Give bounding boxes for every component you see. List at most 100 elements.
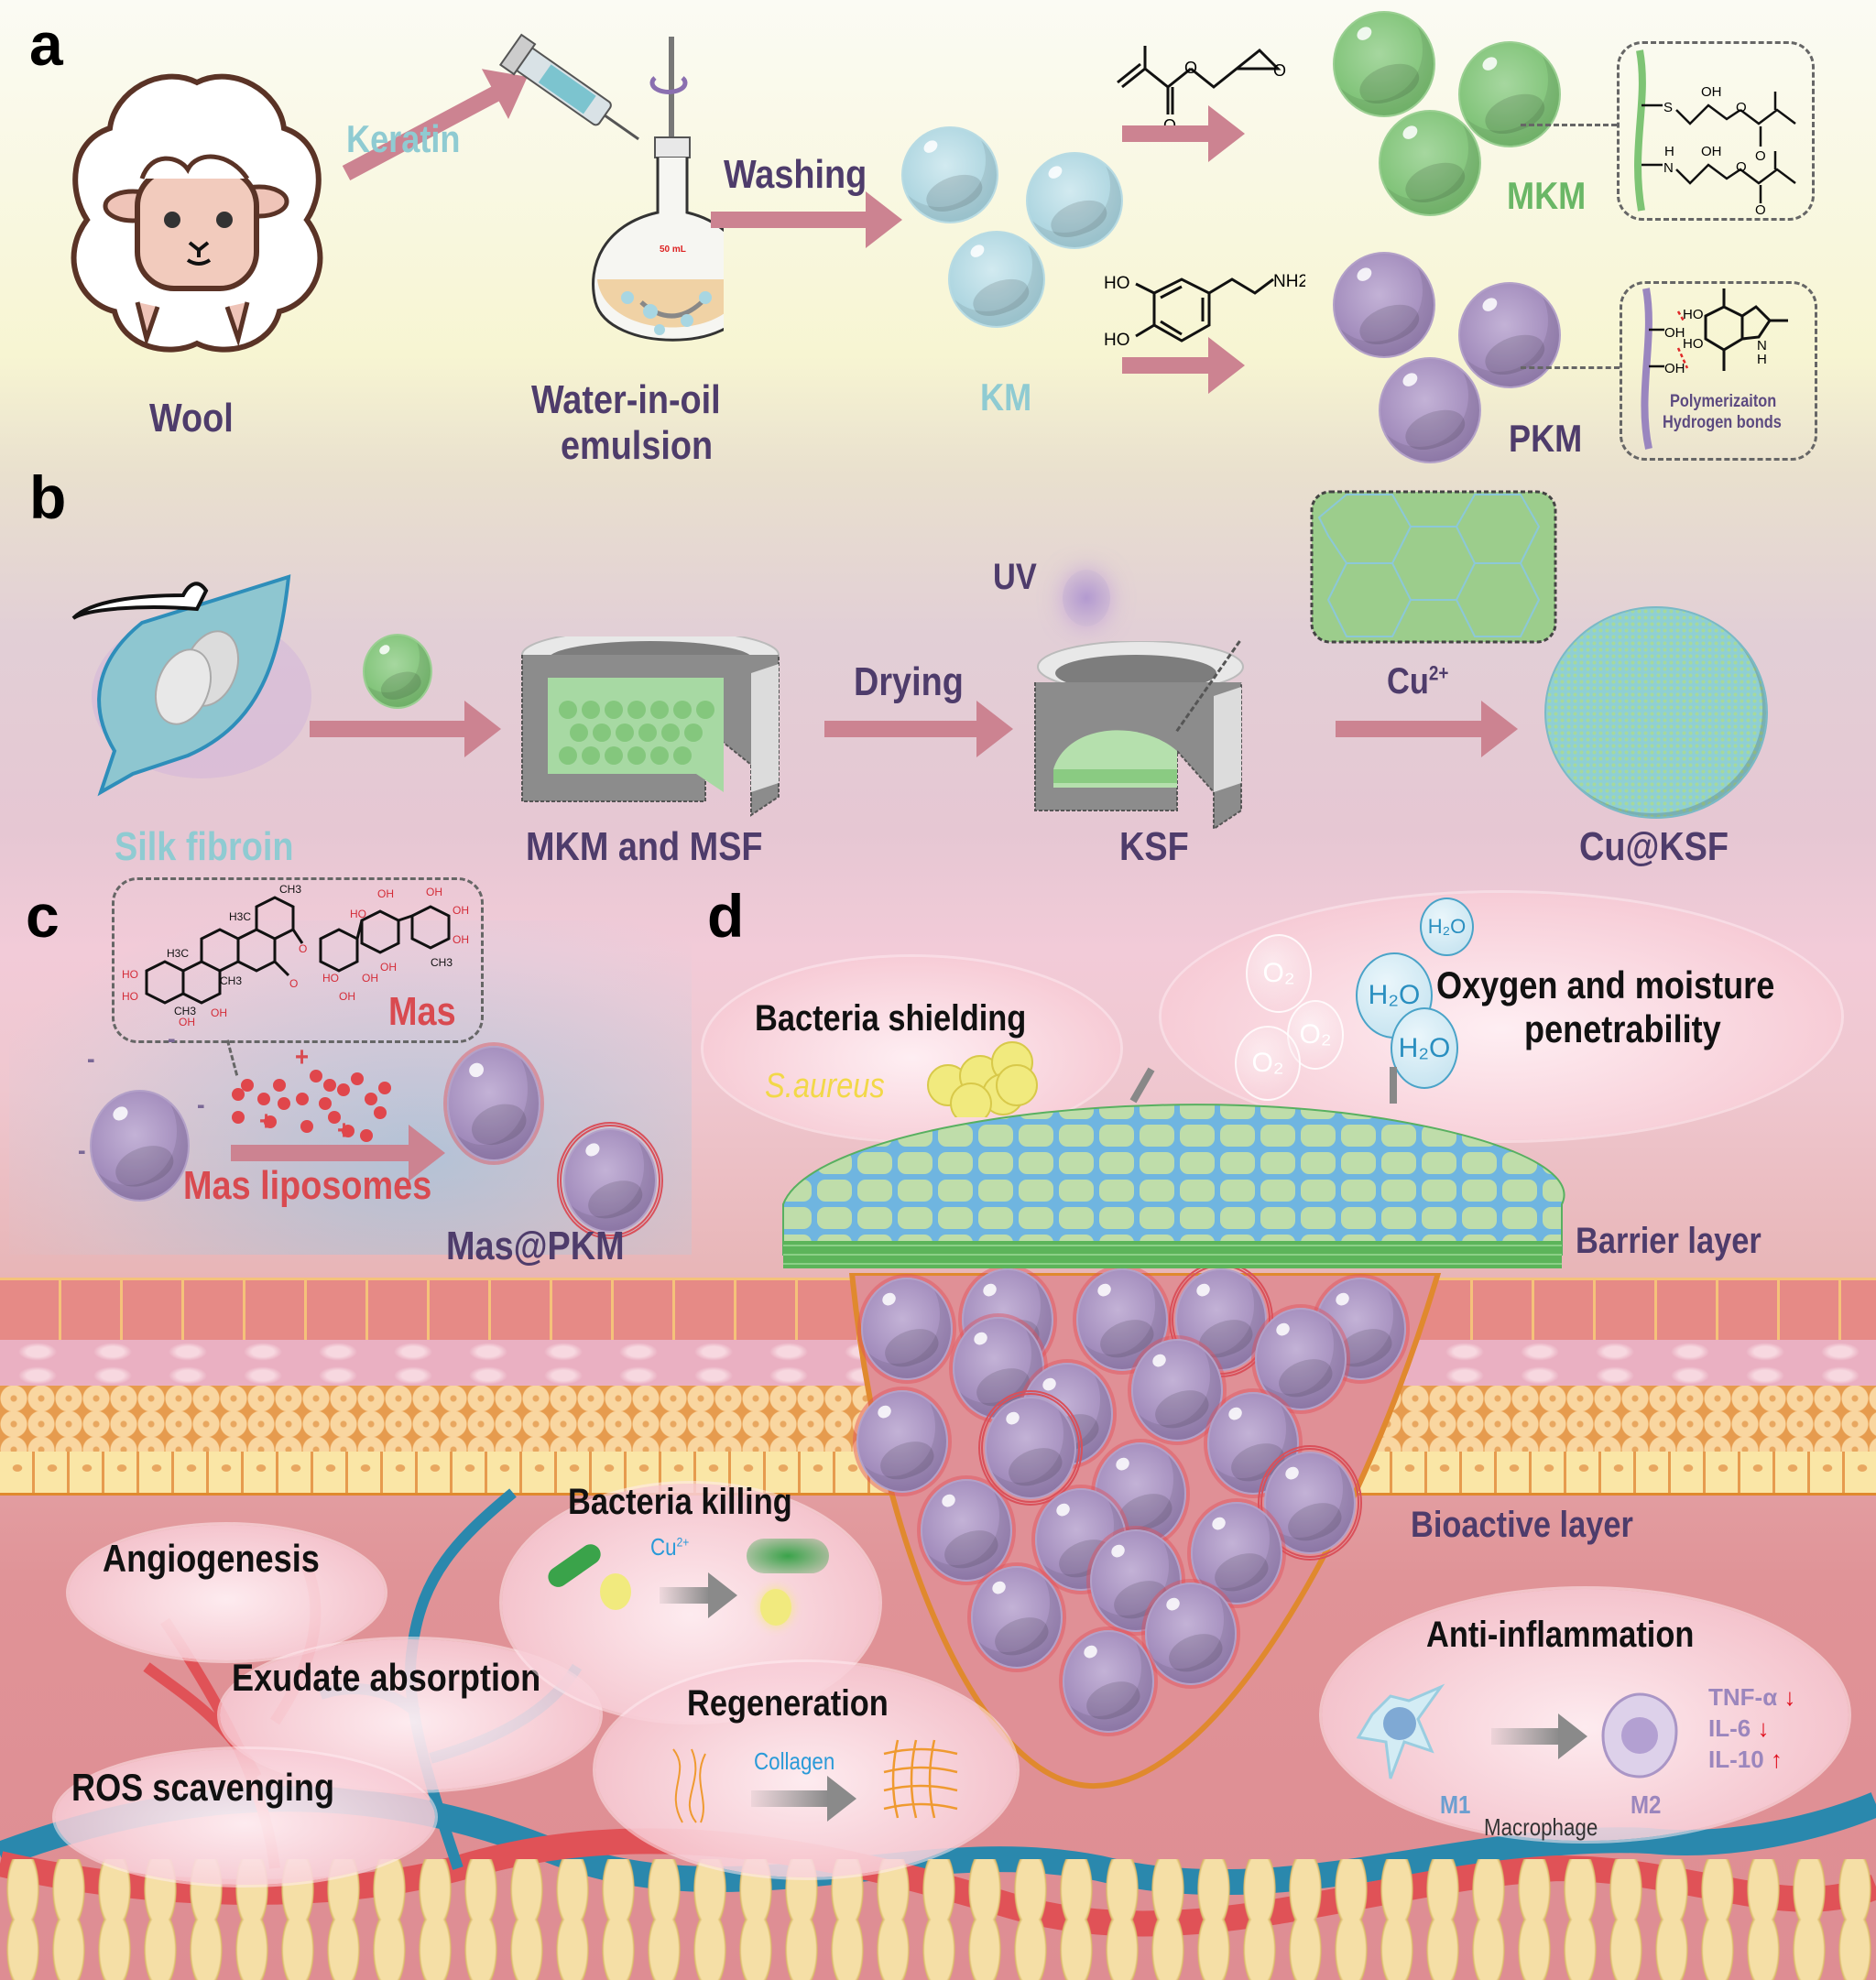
collagen-label: Collagen — [754, 1747, 835, 1775]
ksf-zoom-inset — [1310, 490, 1557, 644]
panel-letter-b: b — [29, 463, 67, 531]
mas-pkm-bead — [1131, 1339, 1223, 1441]
atom: O — [1273, 61, 1286, 80]
mas-pkm-bead-coated — [557, 1122, 663, 1239]
mkm-structure: S OH O O H N OH O O — [1634, 49, 1796, 215]
cytokine-name: IL-6 — [1708, 1714, 1751, 1742]
atom: HO — [1104, 274, 1130, 293]
bioactive-layer-label: Bioactive layer — [1411, 1505, 1633, 1545]
group: H3C — [167, 947, 189, 960]
panel-letter-c: c — [26, 882, 60, 950]
mkm-label: MKM — [1507, 174, 1587, 217]
h2o-molecule: H₂O — [1420, 898, 1474, 956]
keratin-label: Keratin — [346, 117, 461, 160]
mas-liposomes-label: Mas liposomes — [183, 1163, 432, 1208]
mas-structure-inset — [112, 877, 484, 1043]
macrophage-label: Macrophage — [1484, 1813, 1598, 1841]
gma-arrow — [1122, 105, 1245, 162]
h2o-text: H₂O — [1368, 980, 1421, 1010]
h2o-text: H₂O — [1398, 1032, 1451, 1063]
mas-pkm-bead — [1145, 1583, 1237, 1685]
gma-molecule: O O O — [1117, 46, 1286, 133]
m2-macrophage-icon — [1601, 1692, 1678, 1779]
cytokine-list: TNF-α ↓ IL-6 ↓ IL-10 ↑ — [1708, 1683, 1795, 1777]
ros-scavenging-bubble — [55, 1749, 435, 1885]
atom: S — [1663, 100, 1673, 115]
bk-arrow — [660, 1572, 737, 1618]
panel-letter-d: d — [707, 882, 745, 950]
oxygen-moisture-label-line2: penetrability — [1524, 1007, 1721, 1050]
anti-inflammation-label: Anti-inflammation — [1426, 1615, 1695, 1655]
cuksf-label: Cu@KSF — [1579, 824, 1729, 869]
group: O — [299, 942, 307, 955]
oxygen-moisture-label-line1: Oxygen and moisture — [1436, 963, 1775, 1006]
cytokine-row: TNF-α ↓ — [1708, 1683, 1795, 1714]
ksf-label: KSF — [1119, 824, 1189, 869]
flask-volume: 50 mL — [660, 245, 686, 255]
o2-text: O₂ — [1299, 1019, 1332, 1050]
cytokine-trend-up-icon: ↑ — [1770, 1746, 1783, 1773]
cytokine-name: TNF-α — [1708, 1683, 1778, 1711]
cu-superscript: 2+ — [1428, 661, 1449, 685]
atom: OH — [1664, 325, 1685, 341]
ros-scavenging-label: ROS scavenging — [71, 1766, 335, 1809]
group: CH3 — [431, 956, 453, 969]
charge-negative: - — [197, 1090, 205, 1120]
atom: NH2 — [1273, 272, 1305, 291]
atom: OH — [1701, 84, 1722, 100]
pkm-label: PKM — [1509, 417, 1583, 460]
group: O — [289, 977, 298, 990]
mas-pkm-bead — [1191, 1502, 1282, 1605]
group: HO — [122, 990, 138, 1003]
mas-pkm-bead — [921, 1479, 1012, 1582]
dopamine-arrow — [1122, 337, 1245, 394]
mkm-bead — [1333, 11, 1435, 117]
atom: N — [1757, 338, 1767, 354]
dopamine-molecule: HO HO NH2 — [1104, 272, 1305, 350]
charge-negative: - — [168, 1024, 176, 1054]
silk-leaf-icon — [71, 574, 311, 797]
dead-bacterium-icon — [747, 1539, 829, 1573]
drying-label: Drying — [854, 659, 964, 704]
mkm-bead — [1458, 41, 1561, 147]
washing-label: Washing — [724, 152, 867, 197]
atom: O — [1736, 159, 1747, 175]
atom: O — [1736, 100, 1747, 115]
atom: OH — [1701, 144, 1722, 159]
atom: HO — [1104, 331, 1130, 350]
km-label: KM — [980, 375, 1032, 419]
charge-positive: + — [295, 1042, 310, 1072]
s-aureus-label: S.aureus — [765, 1067, 885, 1105]
atom: HO — [1683, 307, 1704, 322]
o2-molecule: O₂ — [1246, 934, 1312, 1013]
cytokine-trend-down-icon: ↓ — [1757, 1714, 1770, 1742]
group: OH — [179, 1016, 195, 1028]
bacterium-icon — [548, 1544, 601, 1587]
mas-pkm-bead — [856, 1390, 948, 1493]
pkm-inset-caption-line1: Polymerizaiton — [1670, 392, 1777, 411]
mold-mkm-msf — [521, 636, 780, 817]
cytokine-row: IL-10 ↑ — [1708, 1746, 1795, 1777]
panel-letter-a: a — [29, 10, 63, 78]
km-bead — [901, 126, 998, 223]
cu-text: Cu — [1387, 661, 1429, 702]
wool-label: Wool — [149, 396, 234, 441]
mas-label: Mas — [388, 989, 456, 1034]
bk-cu-text: Cu — [650, 1533, 677, 1561]
cu-arrow — [1336, 701, 1518, 757]
exudate-absorption-label: Exudate absorption — [232, 1656, 541, 1699]
angiogenesis-bubble — [69, 1525, 385, 1660]
pkm-structure: HO OH HO OH N H — [1641, 288, 1788, 450]
group: H3C — [229, 910, 251, 923]
emulsion-label-line2: emulsion — [561, 423, 714, 468]
angiogenesis-label: Angiogenesis — [103, 1537, 320, 1580]
pkm-inset-caption-line2: Hydrogen bonds — [1663, 413, 1782, 432]
mkm-bead-small — [363, 634, 432, 709]
atom: H — [1664, 144, 1674, 159]
mas-pkm-bead — [861, 1278, 953, 1380]
bk-cu-superscript: 2+ — [676, 1534, 690, 1550]
atom: HO — [1683, 336, 1704, 352]
mas-molecule: HO HO OH OH O O HO OH OH HO OH OH OH OH … — [122, 883, 469, 1028]
mas-pkm-bead — [1063, 1630, 1154, 1733]
group: OH — [380, 961, 397, 974]
